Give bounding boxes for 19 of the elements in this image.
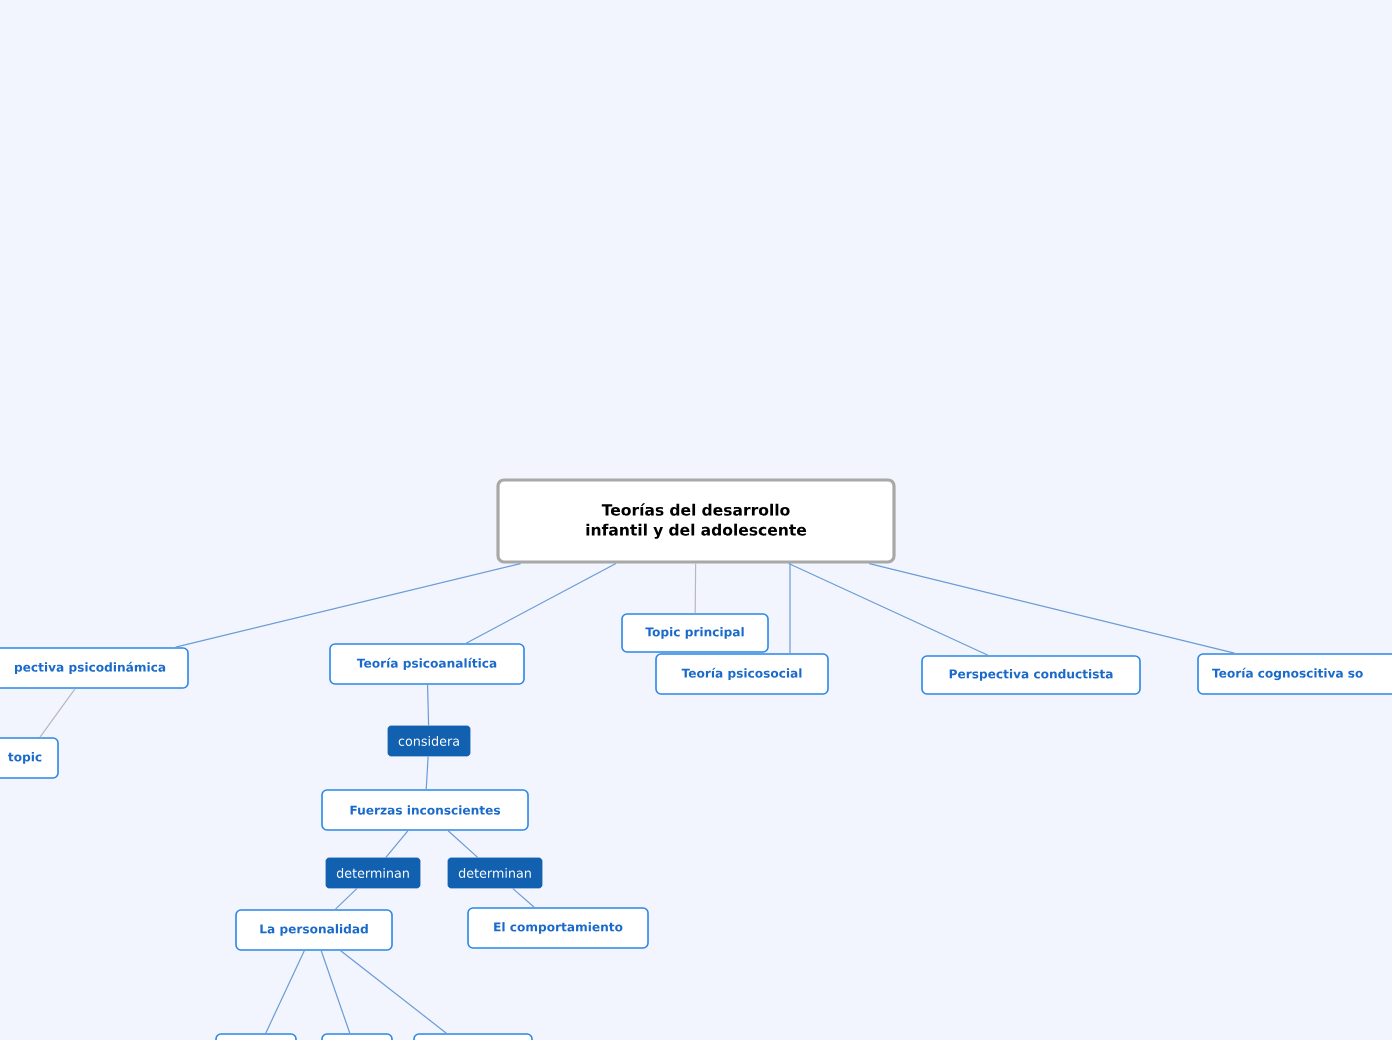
empty-box xyxy=(321,1033,393,1040)
connector-line xyxy=(868,563,1235,654)
connector-line xyxy=(788,563,989,656)
connector-line xyxy=(425,755,429,790)
connector-line xyxy=(447,830,479,859)
connector-line xyxy=(694,563,697,614)
connector-line xyxy=(265,950,305,1034)
connector-line xyxy=(465,563,617,644)
connector-line xyxy=(512,887,535,908)
connector-line xyxy=(789,563,791,654)
connector-line xyxy=(385,830,409,859)
empty-box xyxy=(215,1033,297,1040)
connector-line xyxy=(320,950,351,1034)
connector-line xyxy=(334,887,358,910)
connector-line xyxy=(175,563,522,648)
connector-line xyxy=(340,950,447,1034)
connector-line xyxy=(39,688,76,738)
empty-box xyxy=(413,1033,533,1040)
connector-line xyxy=(426,684,430,727)
